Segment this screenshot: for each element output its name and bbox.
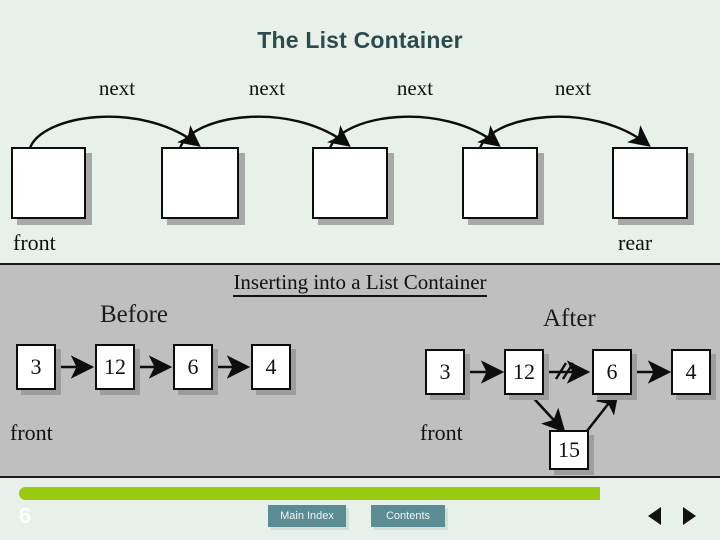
before-node-1: 3 (16, 344, 56, 390)
after-node-2: 12 (504, 349, 544, 395)
next-pointer-arcs (28, 115, 651, 149)
list-node-1 (11, 147, 86, 219)
list-container-diagram: next next next next front rear (0, 60, 720, 263)
next-label-4: next (554, 76, 592, 100)
after-heading: After (543, 305, 596, 332)
before-heading: Before (100, 301, 169, 328)
list-node-4 (462, 147, 538, 219)
after-node-1: 3 (425, 349, 465, 395)
next-label-3: next (396, 76, 434, 100)
after-inserted-node: 15 (549, 430, 589, 470)
insert-illustration-panel: Inserting into a List Container (0, 263, 720, 478)
list-node-3 (312, 147, 388, 219)
page-title: The List Container (257, 27, 463, 53)
progress-bar (19, 487, 600, 500)
front-pointer-label: front (13, 230, 56, 255)
contents-button[interactable]: Contents (371, 505, 445, 527)
panel-title-text: Inserting into a List Container (233, 270, 487, 297)
before-node-2: 12 (95, 344, 135, 390)
after-front-label: front (420, 420, 463, 445)
triangle-left-icon[interactable] (648, 507, 661, 525)
before-node-3: 6 (173, 344, 213, 390)
next-label-1: next (98, 76, 136, 100)
next-label-2: next (248, 76, 286, 100)
main-index-button[interactable]: Main Index (268, 505, 346, 527)
list-node-2 (161, 147, 239, 219)
panel-title: Inserting into a List Container (0, 270, 720, 297)
rear-pointer-label: rear (618, 230, 653, 255)
list-node-5 (612, 147, 688, 219)
triangle-right-icon[interactable] (683, 507, 696, 525)
insert-arrows (58, 355, 672, 433)
after-node-4: 4 (671, 349, 711, 395)
before-front-label: front (10, 420, 53, 445)
page-number: 6 (19, 503, 32, 528)
before-node-4: 4 (251, 344, 291, 390)
after-node-3: 6 (592, 349, 632, 395)
